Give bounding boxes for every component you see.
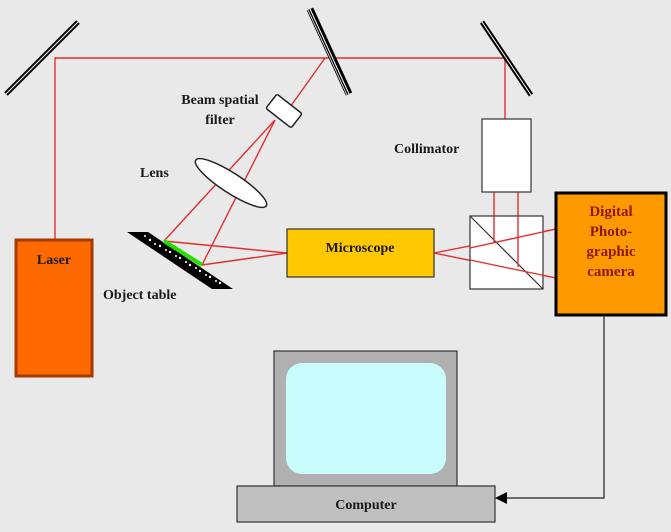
- computer-base: [236, 485, 496, 523]
- lens-label: Lens: [140, 166, 169, 181]
- beams-through-cube: [469, 216, 557, 279]
- object-sample-highlight: [162, 239, 204, 267]
- mirror-beam-splitter-top-center: [306, 7, 353, 96]
- camera-label-1: Digital: [589, 204, 632, 220]
- camera-label-3: graphic: [586, 244, 636, 260]
- computer-label: Computer: [335, 498, 396, 513]
- beam-to-filter: [287, 57, 326, 111]
- beam-filter-label-2: filter: [205, 113, 235, 128]
- camera-label-2: Photo-: [590, 224, 633, 240]
- object-table: [127, 232, 233, 289]
- mirror-top-right: [479, 20, 534, 97]
- beam-combiner-cube: [469, 215, 544, 290]
- digital-camera-box: [554, 191, 668, 317]
- collimator-box: [481, 118, 532, 193]
- beam-laser-to-mirror: [54, 57, 506, 240]
- camera-label-4: camera: [587, 264, 635, 280]
- beam-spatial-filter: [265, 94, 303, 128]
- microscope-label: Microscope: [326, 241, 395, 256]
- beam-filter-label-1: Beam spatial: [181, 93, 259, 108]
- camera-to-computer-connector: [506, 315, 605, 499]
- mirror-top-left: [4, 20, 80, 96]
- collimator-label: Collimator: [394, 142, 459, 157]
- laser-box: [14, 238, 94, 378]
- arrowhead-icon: [495, 492, 507, 504]
- computer: Computer: [236, 350, 496, 523]
- monitor-screen: [286, 363, 446, 474]
- beam-table-to-microscope-1: [163, 240, 288, 254]
- microscope-box: [286, 228, 435, 278]
- laser-label: Laser: [37, 253, 71, 268]
- lens: [194, 157, 268, 209]
- beam-table-to-microscope-2: [201, 252, 288, 266]
- object-table-label: Object table: [103, 288, 176, 303]
